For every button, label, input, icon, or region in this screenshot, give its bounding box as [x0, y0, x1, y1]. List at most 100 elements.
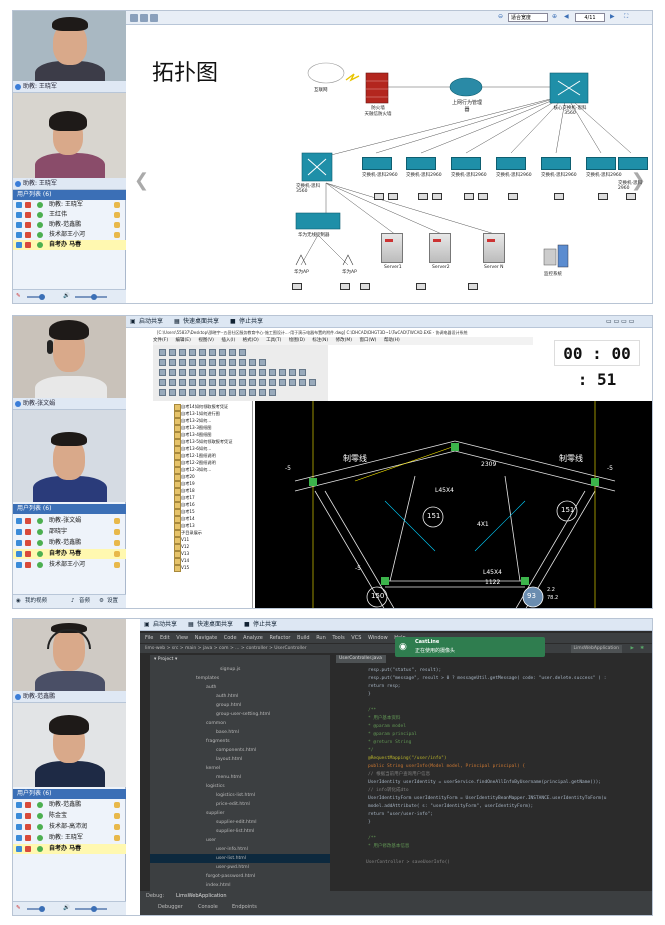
menu-item[interactable]: 绘图(D)	[288, 338, 305, 343]
tree-item[interactable]: 自考18	[174, 488, 195, 495]
tool-icon[interactable]	[259, 389, 266, 396]
tool-icon[interactable]	[199, 389, 206, 396]
tree-item[interactable]: menu.html	[216, 775, 242, 780]
user-row[interactable]: 助教-范鑫鹏	[13, 538, 126, 548]
start-share-icon[interactable]: ▣	[144, 621, 150, 628]
menu-item[interactable]: 窗口(W)	[359, 338, 377, 343]
mic-icon[interactable]: 🔊	[63, 905, 70, 911]
tree-item[interactable]: index.html	[206, 883, 231, 888]
tree-item[interactable]: 自考20	[174, 474, 195, 481]
tree-item[interactable]: auth.html	[216, 694, 239, 699]
code-editor[interactable]: resp.put("status", result); resp.put("me…	[336, 663, 652, 891]
user-row[interactable]: 自考办 马春	[13, 844, 126, 854]
tree-item[interactable]: price-edit.html	[216, 802, 250, 807]
user-row[interactable]: 技术部-高沛润	[13, 822, 126, 832]
tool-icon[interactable]	[229, 369, 236, 376]
tree-item[interactable]: common	[206, 721, 227, 726]
menu-item[interactable]: 插入(I)	[221, 338, 236, 343]
menu-item[interactable]: 格式(O)	[242, 338, 259, 343]
menu-item[interactable]: Refactor	[269, 635, 291, 641]
user-row[interactable]: 邵晓宇	[13, 527, 126, 537]
video-feed-1[interactable]	[13, 11, 126, 81]
tool-icon[interactable]	[179, 379, 186, 386]
tree-item[interactable]: 自考13-3图纸图	[173, 425, 212, 432]
quick-share-icon[interactable]: ▦	[174, 318, 180, 325]
tree-item[interactable]: group-user-setting.html	[216, 712, 271, 717]
tree-item[interactable]: kernel	[206, 766, 221, 771]
tool-icon[interactable]	[249, 369, 256, 376]
menu-item[interactable]: 文件(F)	[153, 338, 169, 343]
tool-icon[interactable]	[159, 379, 166, 386]
tree-item[interactable]: 自考16	[174, 502, 195, 509]
user-row[interactable]: 助教-范鑫鹏	[13, 800, 126, 810]
start-share-button[interactable]: 启动共享	[139, 318, 164, 325]
camera-icon[interactable]: ✎	[16, 293, 21, 299]
tree-item[interactable]: user-pwd.html	[216, 865, 249, 870]
tree-item[interactable]: logistics-list.html	[216, 793, 255, 798]
tool-icon[interactable]	[169, 369, 176, 376]
tool-icon[interactable]	[289, 379, 296, 386]
tree-item[interactable]: signup.js	[220, 667, 241, 672]
tool-icon[interactable]	[239, 389, 246, 396]
tool-icon[interactable]	[199, 349, 206, 356]
tool-icon[interactable]	[169, 389, 176, 396]
debug-app-tab[interactable]: LimsWebApplication	[176, 893, 227, 899]
start-share-button[interactable]: 启动共享	[153, 621, 178, 628]
tool-icon[interactable]	[179, 359, 186, 366]
run-icon[interactable]: ▶	[630, 646, 634, 651]
settings-label[interactable]: 设置	[107, 598, 119, 604]
tool-icon[interactable]	[269, 379, 276, 386]
tree-item[interactable]: layout.html	[216, 757, 243, 762]
user-row[interactable]: 自考办 马春	[13, 549, 126, 559]
tool-icon[interactable]	[189, 349, 196, 356]
camera-icon[interactable]: ✎	[16, 905, 21, 911]
tool-icon[interactable]	[209, 379, 216, 386]
user-row[interactable]: 助教: 王晓军	[13, 200, 126, 210]
menu-item[interactable]: Edit	[159, 635, 170, 641]
export-icon[interactable]	[150, 14, 158, 22]
tool-icon[interactable]	[159, 369, 166, 376]
user-row[interactable]: 技术部王小河	[13, 560, 126, 570]
user-row[interactable]: 技术部王小河	[13, 230, 126, 240]
tree-item[interactable]: V15	[173, 565, 190, 572]
bottom-tab[interactable]: Debugger	[158, 904, 183, 910]
menu-item[interactable]: Run	[316, 635, 326, 641]
tree-item[interactable]: user-info.html	[216, 847, 248, 852]
tree-item[interactable]: fragments	[206, 739, 230, 744]
next-page-icon[interactable]: ▶	[610, 13, 615, 20]
tree-item[interactable]: logistics	[206, 784, 225, 789]
tree-item[interactable]: 自考12-1图纸说明	[174, 453, 216, 460]
tree-item[interactable]: supplier-list.html	[216, 829, 255, 834]
menu-item[interactable]: Window	[367, 635, 388, 641]
bottom-tab[interactable]: Console	[198, 904, 218, 910]
bottom-tab[interactable]: Endpoints	[232, 904, 257, 910]
user-row[interactable]: 陈金宝	[13, 811, 126, 821]
tool-icon[interactable]	[279, 379, 286, 386]
tree-item[interactable]: 自考14如何领取报考凭证	[173, 404, 229, 411]
tool-icon[interactable]	[159, 389, 166, 396]
zoom-select[interactable]: 适合宽度	[508, 13, 548, 22]
tool-icon[interactable]	[169, 349, 176, 356]
tool-icon[interactable]	[189, 379, 196, 386]
tool-icon[interactable]	[219, 389, 226, 396]
tree-item[interactable]: 自考19	[174, 481, 195, 488]
tool-icon[interactable]	[249, 359, 256, 366]
tool-icon[interactable]	[209, 389, 216, 396]
tool-icon[interactable]	[259, 369, 266, 376]
tool-icon[interactable]	[229, 349, 236, 356]
tree-item[interactable]: 子目录展示	[174, 530, 202, 537]
tool-icon[interactable]	[259, 359, 266, 366]
tree-item[interactable]: 自考12-2图纸说明	[174, 460, 216, 467]
tool-icon[interactable]	[209, 359, 216, 366]
tool-icon[interactable]	[239, 349, 246, 356]
user-row[interactable]: 自考办 马春	[13, 240, 126, 250]
menu-item[interactable]: Navigate	[194, 635, 218, 641]
tool-icon[interactable]	[249, 379, 256, 386]
save-icon[interactable]	[130, 14, 138, 22]
tree-item[interactable]: 自考15	[174, 509, 195, 516]
tool-icon[interactable]	[249, 389, 256, 396]
quick-share-button[interactable]: 快速桌面共享	[183, 318, 220, 325]
camera-notification[interactable]: ◉ CastLine 正在使用的摄像头	[395, 637, 545, 657]
settings-icon[interactable]: ⚙	[99, 598, 104, 604]
prev-page-icon[interactable]: ◀	[564, 13, 569, 20]
